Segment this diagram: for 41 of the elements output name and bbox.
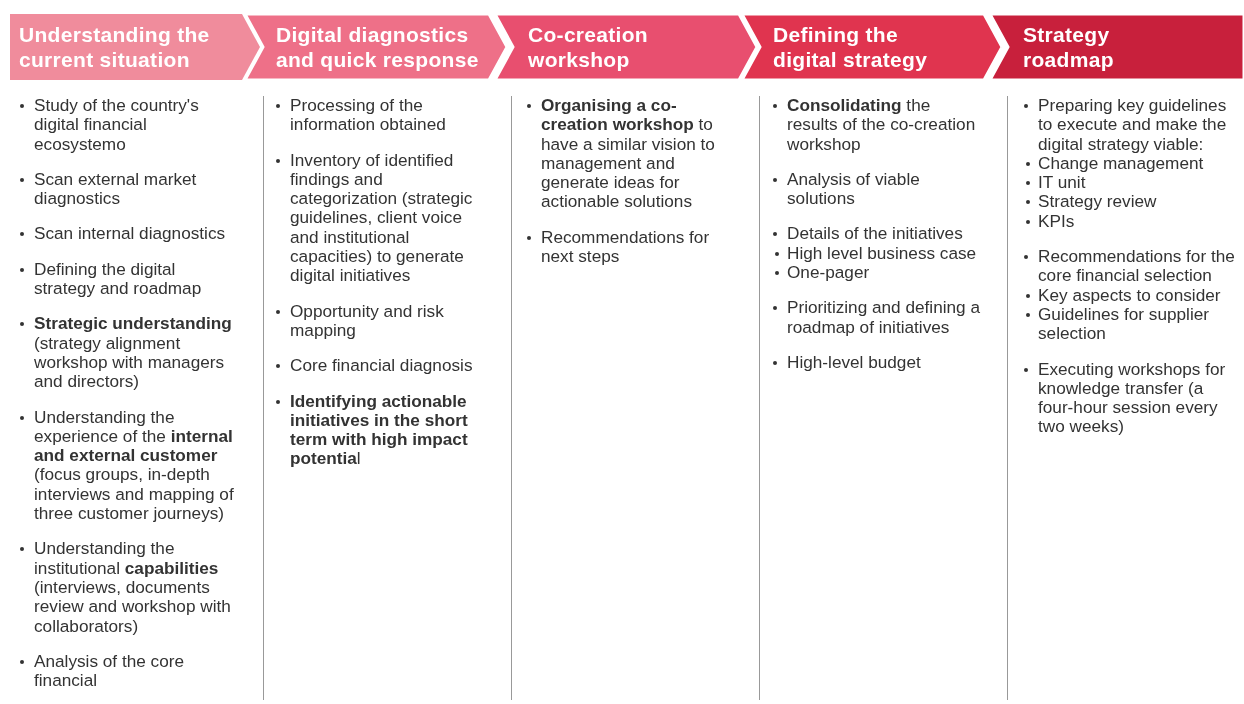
bullet-item: Consolidating the results of the co-creation workshop — [771, 96, 985, 154]
chevron-title: Strategy roadmap — [1023, 22, 1115, 72]
bullet-item: Details of the initiatives — [771, 224, 985, 244]
sub-bullet-item: Key aspects to consider — [1024, 285, 1238, 305]
bullet-item: Defining the digital strategy and roadmap — [18, 259, 240, 299]
bullet-item: Recommendations for next steps — [525, 227, 730, 267]
step-header-banner — [742, 14, 1002, 80]
bullet-item: Identifying actionable initiatives in the short term with high impact potential — [274, 391, 492, 469]
sub-bullet-item: One-pager — [773, 263, 985, 283]
bullet-item: Scan internal diagnostics — [18, 224, 240, 244]
chevron-title: Defining the digital strategy — [773, 22, 929, 72]
bullet-item: Organising a co-creation workshop to have a similar vision to management and generate ideas for actionable solutions — [525, 96, 730, 212]
bullet-item: Processing of the information obtained — [274, 96, 492, 135]
bullet-item: Strategic understanding (strategy alignment workshop with managers and directors) — [18, 314, 240, 392]
sub-bullet-item: KPIs — [1024, 211, 1238, 232]
chevron-title: Digital diagnostics and quick response — [276, 22, 480, 72]
chevron-title: Co-creation workshop — [528, 22, 649, 72]
bullet-item: Study of the country's digital financial ecosystemo — [18, 96, 240, 154]
bullet-item: Opportunity and risk mapping — [274, 301, 492, 341]
bullet-item: Understanding the experience of the internal and external customer (focus groups, in-depth interviews and mapping of three customer journeys) — [18, 407, 240, 524]
bullet-item: Recommendations for the core financial selection — [1022, 247, 1238, 286]
bullet-item: Preparing key guidelines to execute and make the digital strategy viable: — [1022, 96, 1238, 154]
chevron-title: Understanding the current situation — [19, 22, 211, 72]
step-header-banner — [245, 14, 507, 80]
sub-bullet-item: Change management — [1024, 153, 1238, 174]
bullet-item: Executing workshops for knowledge transfer (a four-hour session every two weeks) — [1022, 359, 1238, 437]
bullet-item: Scan external market diagnostics — [18, 169, 240, 209]
sub-bullet-item: High level business case — [773, 243, 985, 264]
bullet-item: Analysis of the core financial — [18, 651, 240, 691]
sub-bullet-item: IT unit — [1024, 173, 1238, 193]
sub-bullet-item: Strategy review — [1024, 192, 1238, 212]
bullet-item: Analysis of viable solutions — [771, 169, 985, 209]
sub-bullet-item: Guidelines for supplier selection — [1024, 304, 1238, 344]
step-header-banner — [990, 14, 1244, 80]
bullet-item: Understanding the institutional capabilities (interviews, documents review and workshop with collaborators) — [18, 539, 240, 636]
bullet-item: Prioritizing and defining a roadmap of initiatives — [771, 298, 985, 337]
step-header-banner — [10, 14, 260, 80]
step-header-banner — [495, 14, 757, 80]
bullet-item: High-level budget — [771, 352, 985, 373]
bullet-item: Inventory of identified findings and categorization (strategic guidelines, client voice and institutional capacities) to generate digital initiatives — [274, 150, 492, 286]
bullet-item: Core financial diagnosis — [274, 356, 492, 376]
